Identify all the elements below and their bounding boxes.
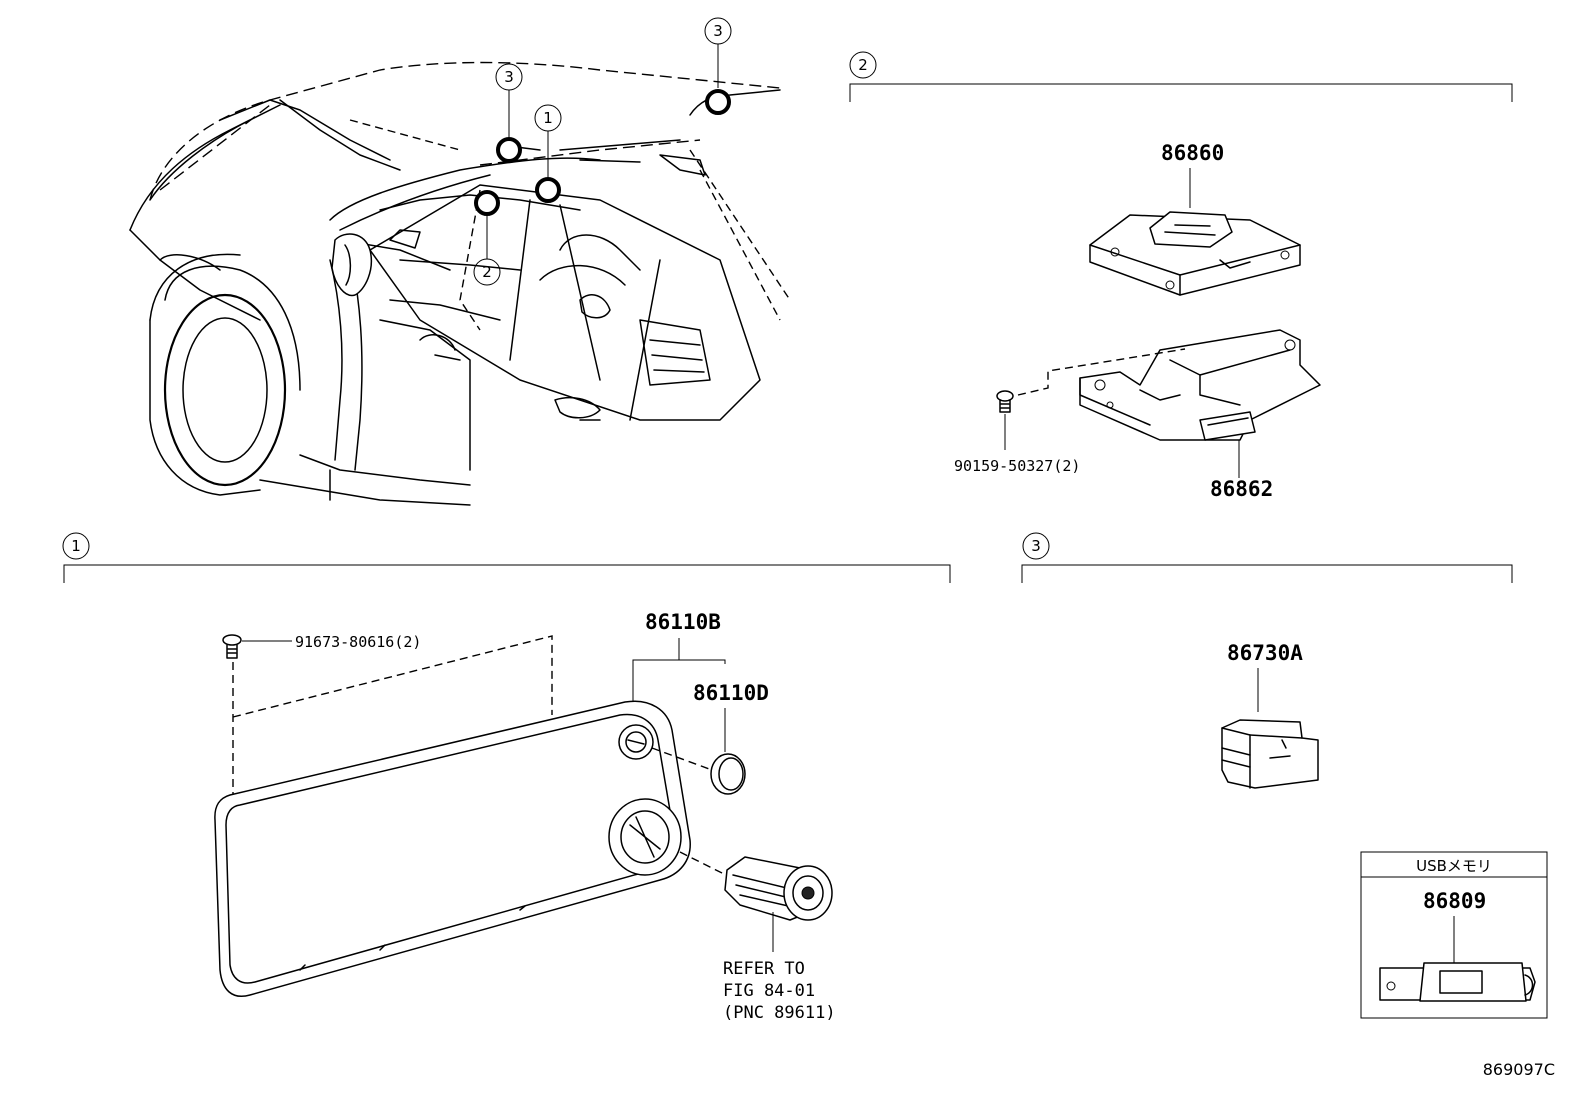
illustration-code: 869097C <box>1483 1060 1555 1079</box>
section-2: 2 86860 <box>849 51 1513 501</box>
connector-part-label: 86730A <box>1227 641 1303 665</box>
cap-part-label: 86110D <box>693 681 769 705</box>
car-location-markers: 3 3 1 2 <box>473 17 732 286</box>
marker-label-1: 1 <box>543 109 553 127</box>
screw-91673-label: 91673-80616(2) <box>295 633 421 651</box>
ecu-part-label: 86860 <box>1161 141 1224 165</box>
camera-unit <box>724 856 833 921</box>
screw-90159 <box>996 390 1014 413</box>
bracket <box>1079 329 1321 441</box>
car-overview-illustration <box>129 61 791 506</box>
section-2-callout: 2 <box>858 56 868 74</box>
usb-memory-box: USBメモリ 86809 <box>1360 851 1548 1019</box>
refer-note-line3: (PNC 89611) <box>723 1003 836 1023</box>
rearview-mirror <box>214 700 691 997</box>
section-3: 3 86730A USBメモリ 86809 <box>1021 532 1548 1019</box>
screw-90159-label: 90159-50327(2) <box>954 457 1080 475</box>
refer-note-line1: REFER TO <box>723 959 805 979</box>
mirror-part-label: 86110B <box>645 610 721 634</box>
section-1-callout: 1 <box>71 537 81 555</box>
cap-86110d <box>710 753 746 795</box>
usb-part-label: 86809 <box>1423 889 1486 913</box>
refer-note-line2: FIG 84-01 <box>723 981 815 1001</box>
ecu-unit <box>1089 211 1301 296</box>
usb-box-title: USBメモリ <box>1416 857 1492 875</box>
bracket-part-label: 86862 <box>1210 477 1273 501</box>
screw-91673 <box>222 634 242 659</box>
marker-label-3b: 3 <box>504 68 514 86</box>
marker-label-2: 2 <box>482 263 492 281</box>
usb-stick <box>1379 962 1536 1002</box>
section-1: 1 91673-80616(2) 86110B <box>62 532 951 1023</box>
marker-label-3a: 3 <box>713 22 723 40</box>
section-3-callout: 3 <box>1031 537 1041 555</box>
connector-86730a <box>1221 719 1319 789</box>
